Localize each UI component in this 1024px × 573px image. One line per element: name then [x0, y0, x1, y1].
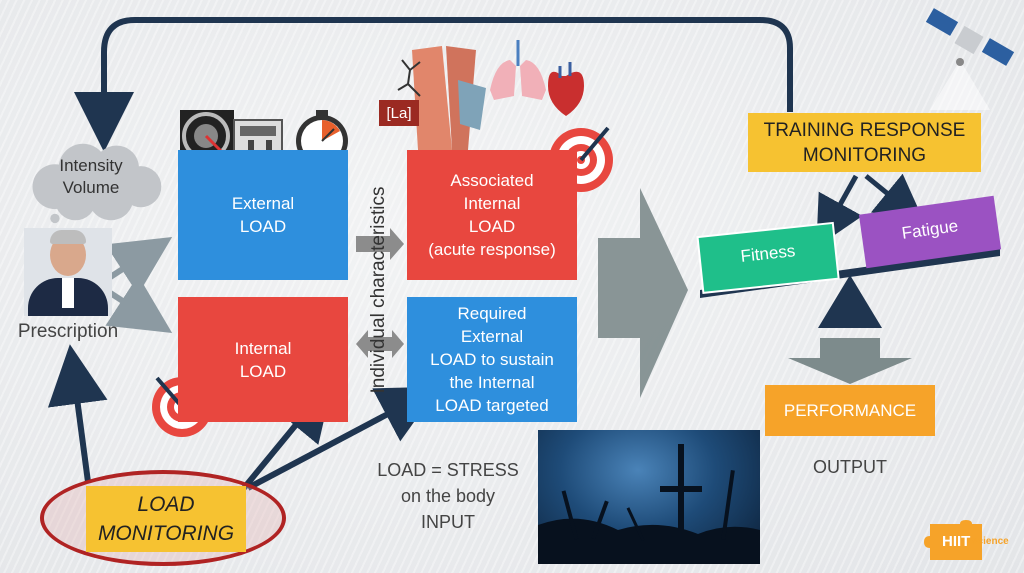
- load-stress-line-2: on the body: [400, 486, 496, 506]
- prescription-label: Prescription: [17, 321, 119, 342]
- fitness-box: [696, 221, 840, 294]
- satellite-icon: [925, 8, 1015, 110]
- logo-sub: science: [972, 536, 1009, 547]
- required-line-5: LOAD targeted: [435, 396, 549, 415]
- to-performance-arrow: [788, 338, 912, 384]
- seesaw-fulcrum: [818, 275, 882, 328]
- associated-line-3: LOAD: [468, 217, 516, 236]
- training-response-monitoring-box: TRAINING RESPONSE MONITORING: [748, 113, 981, 172]
- internal-load-line-1: Internal: [234, 338, 292, 358]
- external-load-line-1: External: [231, 194, 295, 213]
- hiit-science-logo: HIIT science: [920, 520, 1015, 564]
- associated-line-4: (acute response): [428, 240, 556, 259]
- internal-load-line-2: LOAD: [239, 361, 287, 381]
- bidirectional-arrow: [356, 330, 404, 358]
- fatigue-box: [858, 195, 1002, 269]
- muscle-anatomy-icon: [412, 46, 486, 150]
- monitoring-to-prescription-arrow: [47, 344, 108, 483]
- associated-line-2: Internal: [463, 194, 521, 213]
- load-monitoring-line-1: LOAD: [137, 493, 195, 516]
- response-to-fatigue-arrow: [864, 173, 926, 225]
- required-line-1: Required: [457, 304, 527, 323]
- training-response-line-2: MONITORING: [802, 144, 927, 166]
- response-to-fitness-arrow: [816, 174, 863, 248]
- load-stress-line-3: INPUT: [421, 512, 475, 532]
- monitoring-to-required-arrow: [246, 386, 440, 491]
- cloud-line-2: Volume: [62, 178, 120, 197]
- intensity-volume-cloud: [32, 143, 162, 224]
- performance-box: PERFORMANCE: [765, 385, 935, 436]
- logo-brand: HIIT: [942, 533, 971, 550]
- load-stress-line-1: LOAD = STRESS: [377, 460, 519, 480]
- cloud-text: Intensity Volume: [22, 155, 160, 199]
- required-line-3: LOAD to sustain: [430, 350, 554, 369]
- load-stress-label: LOAD = STRESS on the body INPUT: [356, 457, 540, 535]
- neuron-icon: [397, 59, 421, 97]
- coach-avatar: [24, 228, 112, 316]
- cloud-line-1: Intensity: [59, 156, 123, 175]
- heart-icon: [548, 62, 584, 116]
- lungs-icon: [490, 40, 546, 100]
- external-to-associated-arrow: [356, 228, 404, 260]
- associated-line-1: Associated: [450, 171, 534, 190]
- load-monitoring-box: LOAD MONITORING: [86, 486, 246, 552]
- required-line-2: External: [460, 327, 524, 346]
- feedback-loop-arrow: [74, 17, 793, 152]
- battlefield-image: [538, 430, 760, 564]
- load-monitoring-line-2: MONITORING: [97, 522, 235, 545]
- lactate-label: [La]: [379, 100, 419, 126]
- internal-load-box: Internal LOAD: [178, 297, 348, 422]
- training-response-line-1: TRAINING RESPONSE: [763, 119, 966, 141]
- required-line-4: the Internal: [449, 373, 535, 392]
- output-label: OUTPUT: [813, 457, 887, 477]
- individual-characteristics-label: Individual characteristics: [368, 186, 389, 394]
- external-load-line-2: LOAD: [239, 217, 287, 236]
- input-to-output-chevron: [598, 188, 688, 398]
- required-external-load-box: Required External LOAD to sustain the In…: [407, 297, 577, 422]
- associated-internal-load-box: Associated Internal LOAD (acute response…: [407, 150, 577, 280]
- external-load-box: External LOAD: [178, 150, 348, 280]
